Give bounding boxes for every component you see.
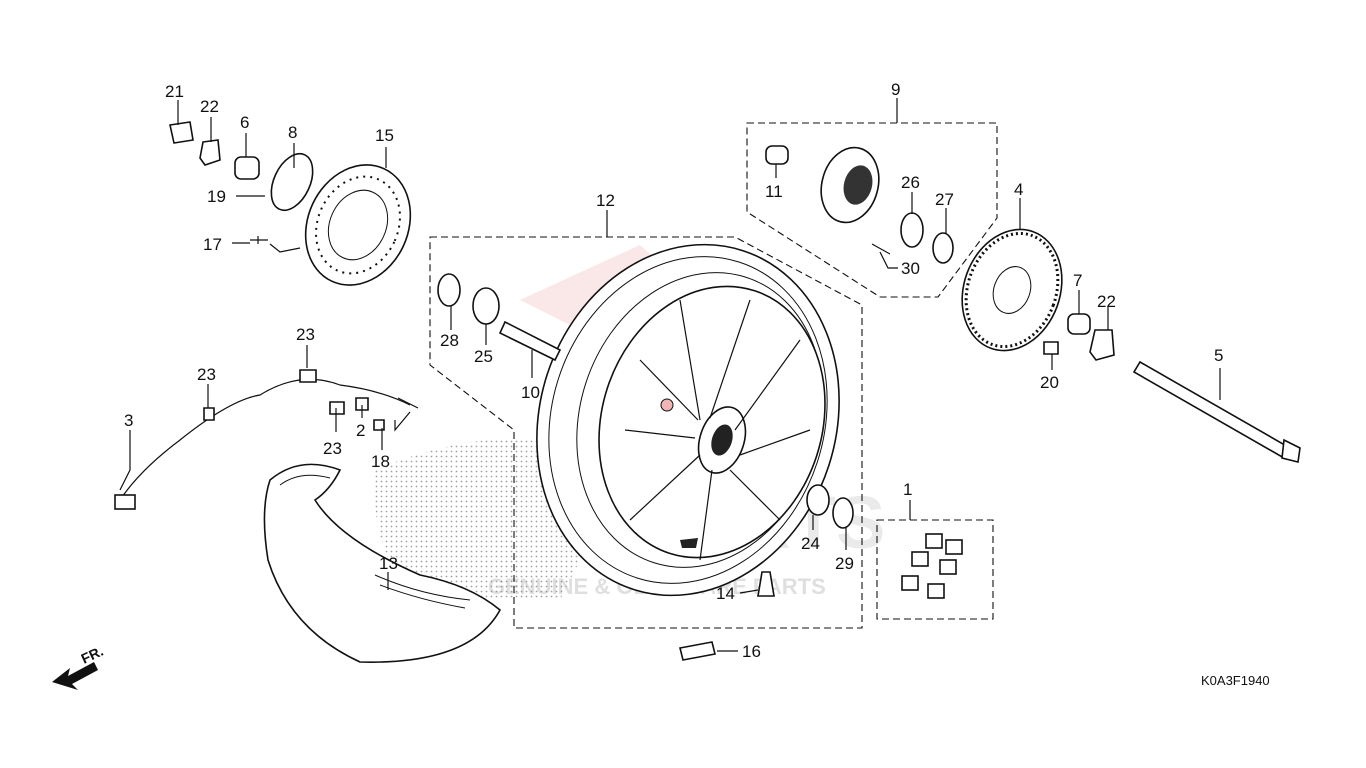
callout-24: 24 — [801, 534, 820, 553]
callout-8: 8 — [288, 123, 297, 142]
wheel-assembly-box — [429, 236, 863, 629]
callout-11: 11 — [765, 182, 783, 201]
callout-4: 4 — [1014, 180, 1023, 199]
callout-13: 13 — [379, 554, 398, 573]
callout-19: 19 — [207, 187, 226, 206]
callout-7: 7 — [1073, 271, 1082, 290]
collar-part — [234, 156, 260, 180]
bearing-25-part — [472, 287, 500, 325]
callout-30: 30 — [901, 259, 920, 278]
damper-set-box — [876, 519, 994, 620]
callout-16: 16 — [742, 642, 761, 661]
nut-part — [169, 121, 194, 144]
callout-14: 14 — [716, 584, 735, 603]
callout-22-a: 22 — [200, 97, 219, 116]
callout-9: 9 — [891, 80, 900, 99]
callout-12: 12 — [596, 191, 615, 210]
callout-22-b: 22 — [1097, 292, 1116, 311]
callout-23-a: 23 — [296, 325, 315, 344]
bearing-24-part — [806, 484, 830, 516]
callout-10: 10 — [521, 383, 540, 402]
brake-disc — [304, 164, 412, 286]
callout-28: 28 — [440, 331, 459, 350]
callout-6: 6 — [240, 113, 249, 132]
sensor-connector — [114, 494, 136, 510]
callout-26: 26 — [901, 173, 920, 192]
callout-29: 29 — [835, 554, 854, 573]
callout-20: 20 — [1040, 373, 1059, 392]
diagram-code: K0A3F1940 — [1201, 673, 1270, 688]
callout-18: 18 — [371, 452, 390, 471]
oring-29-part — [832, 497, 854, 529]
callout-17: 17 — [203, 235, 222, 254]
front-direction-label: FR. — [79, 643, 106, 667]
callout-27: 27 — [935, 190, 954, 209]
callout-2: 2 — [356, 421, 365, 440]
front-direction-arrow-icon: FR. — [52, 643, 106, 690]
callout-21: 21 — [165, 82, 184, 101]
lock-plate-part — [199, 139, 221, 166]
damper-rubbers — [901, 533, 963, 599]
seal-28-part — [437, 273, 461, 307]
distance-collar-part — [498, 320, 562, 362]
callout-1: 1 — [903, 480, 912, 499]
callout-15: 15 — [375, 126, 394, 145]
callout-labels: 21 22 6 8 15 19 17 23 23 3 23 2 18 13 12… — [124, 80, 1223, 661]
callout-3: 3 — [124, 411, 133, 430]
dust-seal-part — [270, 152, 314, 212]
callout-5: 5 — [1214, 346, 1223, 365]
leader-lines — [119, 98, 1221, 652]
callout-25: 25 — [474, 347, 493, 366]
hub-assembly-box — [746, 122, 998, 298]
balance-weight-part — [679, 641, 716, 661]
nut-20-part — [1043, 341, 1059, 355]
rear-axle-part — [1132, 360, 1292, 460]
collar-7-part — [1067, 313, 1091, 335]
hub-seal-part — [932, 232, 954, 264]
callout-23-c: 23 — [323, 439, 342, 458]
plate-22-part — [1089, 329, 1115, 361]
driven-sprocket — [961, 228, 1063, 352]
sprocket-flange — [765, 145, 880, 224]
wheel-speed-sensor-wire — [119, 378, 411, 501]
callout-23-b: 23 — [197, 365, 216, 384]
valve-part — [757, 571, 775, 597]
rear-wheel — [536, 243, 840, 597]
hub-bearing-part — [900, 212, 924, 248]
